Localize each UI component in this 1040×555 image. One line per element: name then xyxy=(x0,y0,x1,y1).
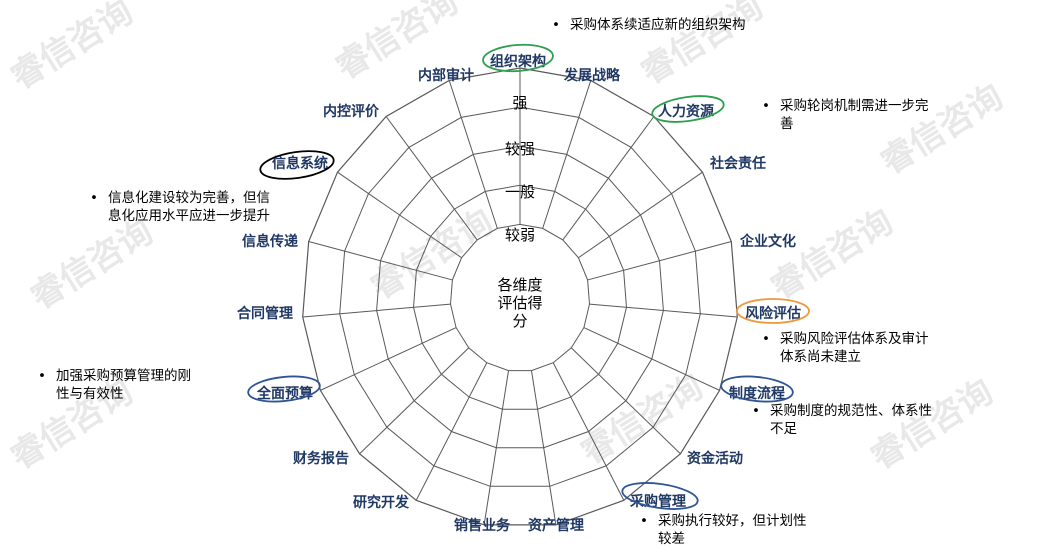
note-bullet: • xyxy=(762,98,770,114)
note-line: 加强采购预算管理的刚 xyxy=(56,368,191,384)
note-line: 信息化建设较为完善，但信 xyxy=(108,189,270,206)
radar-spoke xyxy=(320,327,457,391)
radar-ring xyxy=(339,106,701,487)
dimension-label: 发展战略 xyxy=(563,67,621,84)
note-bullet: • xyxy=(640,513,648,529)
center-label-line: 评估得 xyxy=(497,294,542,312)
radar-spoke xyxy=(578,171,703,259)
radar-spoke xyxy=(542,80,592,229)
watermark-text: 睿信咨询 xyxy=(864,372,1001,478)
radar-ring xyxy=(376,145,664,449)
radar-ring xyxy=(302,67,738,526)
level-label: 较弱 xyxy=(505,226,535,244)
highlight-ellipse xyxy=(247,375,321,403)
dimension-label: 内控评价 xyxy=(323,103,380,120)
note: • 采购体系续适应新的组织架构 xyxy=(552,16,746,33)
radar-grid xyxy=(302,67,738,526)
dimension-label: 信息传递 xyxy=(242,233,298,250)
highlight-ellipse xyxy=(482,43,554,73)
radar-ring xyxy=(449,223,591,372)
radar-spoke xyxy=(385,116,478,241)
highlight-ellipse xyxy=(259,150,335,180)
dimension-label: 全面预算 xyxy=(256,385,313,402)
highlight-ellipse xyxy=(736,298,810,324)
radar-spoke xyxy=(308,241,453,281)
level-label: 一般 xyxy=(505,183,535,201)
dimension-label: 人力资源 xyxy=(658,103,714,120)
radar-spoke xyxy=(337,171,462,259)
note-line: 采购轮岗机制需进一步完 xyxy=(780,98,929,114)
dimension-label: 资金活动 xyxy=(687,450,743,467)
radar-spoke xyxy=(587,241,732,281)
dimension-label: 资产管理 xyxy=(528,517,584,534)
note-line: 采购体系续适应新的组织架构 xyxy=(570,16,746,33)
dimension-label: 社会责任 xyxy=(709,155,766,172)
dimension-label: 内部审计 xyxy=(418,67,474,84)
watermark-text: 睿信咨询 xyxy=(874,77,1011,183)
level-label: 强 xyxy=(512,94,527,112)
watermark-text: 睿信咨询 xyxy=(764,202,901,308)
note-bullet: • xyxy=(552,17,560,33)
dimension-label: 销售业务 xyxy=(454,517,511,534)
dimension-label: 研究开发 xyxy=(353,494,410,511)
note-line: 采购制度的规范性、体系性 xyxy=(770,403,932,419)
radar-spoke xyxy=(448,80,498,229)
radar-spoke xyxy=(483,370,510,525)
radar-spoke xyxy=(302,303,451,318)
highlight-ellipse xyxy=(651,95,725,123)
note-bullet: • xyxy=(762,331,770,347)
center-label-line: 各维度 xyxy=(497,276,542,294)
dimension-label: 采购管理 xyxy=(629,493,686,510)
note-bullet: • xyxy=(752,403,760,419)
radar-spoke xyxy=(589,303,738,318)
watermark-text: 睿信咨询 xyxy=(634,0,771,93)
note-line: 息化应用水平应进一步提升 xyxy=(108,207,270,224)
radar-spoke xyxy=(530,370,557,525)
note-line: 体系尚未建立 xyxy=(780,349,861,365)
radar-spoke xyxy=(359,347,470,455)
radar-spoke xyxy=(583,327,720,391)
note-line: 性与有效性 xyxy=(56,386,124,402)
dimension-label: 风险评估 xyxy=(745,305,801,322)
radar-spoke xyxy=(562,116,655,241)
watermark-text: 睿信咨询 xyxy=(364,202,501,308)
note-line: 采购风险评估体系及审计 xyxy=(780,331,929,347)
dimension-labels: 组织架构发展战略人力资源社会责任企业文化风险评估制度流程资金活动采购管理资产管理… xyxy=(237,53,801,534)
note-line: 采购执行较好，但计划性 xyxy=(658,513,807,529)
radar-spoke xyxy=(552,362,625,501)
level-label: 较强 xyxy=(505,140,535,158)
dimension-label: 组织架构 xyxy=(490,53,546,70)
radar-spoke xyxy=(415,362,488,501)
dimension-label: 企业文化 xyxy=(739,233,796,250)
dimension-label: 财务报告 xyxy=(292,450,349,467)
watermark-text: 睿信咨询 xyxy=(4,0,141,98)
note-bullet: • xyxy=(38,368,46,384)
watermark-text: 睿信咨询 xyxy=(24,212,161,318)
note-bullet: • xyxy=(90,190,98,206)
highlight-marks xyxy=(247,43,810,510)
dimension-label: 信息系统 xyxy=(272,155,328,172)
note-line: 善 xyxy=(780,116,794,132)
highlight-ellipse xyxy=(621,482,699,510)
center-label-line: 分 xyxy=(512,312,527,330)
highlight-ellipse xyxy=(720,375,794,403)
dimension-label: 合同管理 xyxy=(237,305,293,322)
radar-ring xyxy=(412,184,628,410)
note-line: 不足 xyxy=(770,421,798,437)
radar-spoke xyxy=(570,347,681,455)
dimension-label: 制度流程 xyxy=(729,385,785,402)
note-line: 较差 xyxy=(658,531,685,547)
